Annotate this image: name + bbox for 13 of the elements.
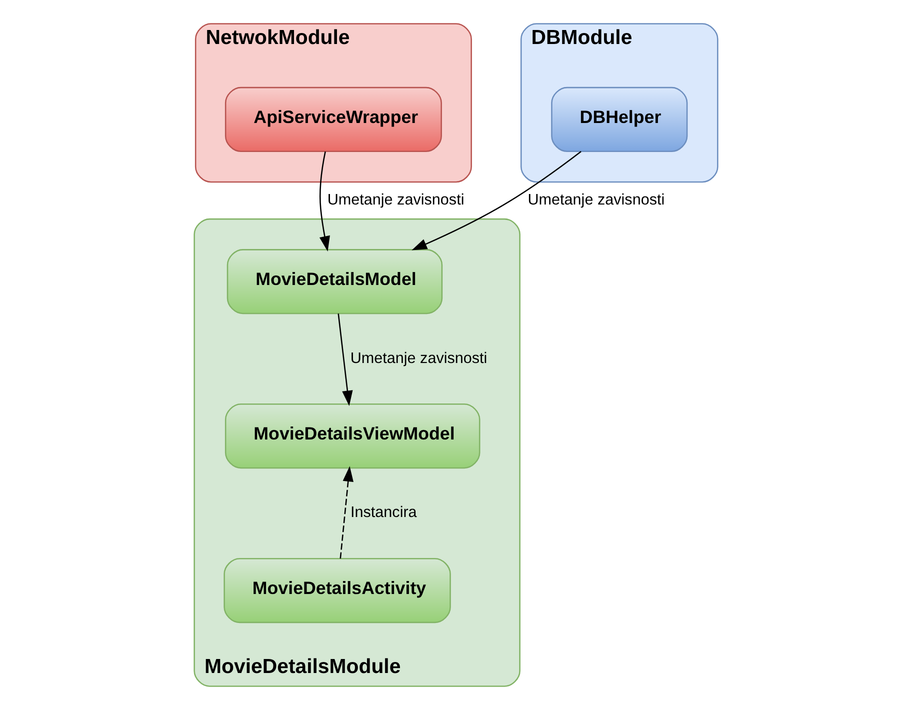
node-box: MovieDetailsActivity [224,558,451,624]
node-box: ApiServiceWrapper [224,86,442,152]
edge-label: Instancira [350,504,417,522]
edge-label: Umetanje zavisnosti [528,192,665,208]
node-box: MovieDetailsModel [226,249,443,314]
arrow [319,152,330,252]
arrow [412,150,582,250]
arrow [340,466,354,559]
node-box: MovieDetailsViewModel [224,404,480,469]
edge-label: Umetanje zavisnosti [327,192,464,208]
edge-label: Umetanje zavisnosti [350,350,488,367]
node-box: DBHelper [551,86,688,152]
arrow [338,314,353,406]
